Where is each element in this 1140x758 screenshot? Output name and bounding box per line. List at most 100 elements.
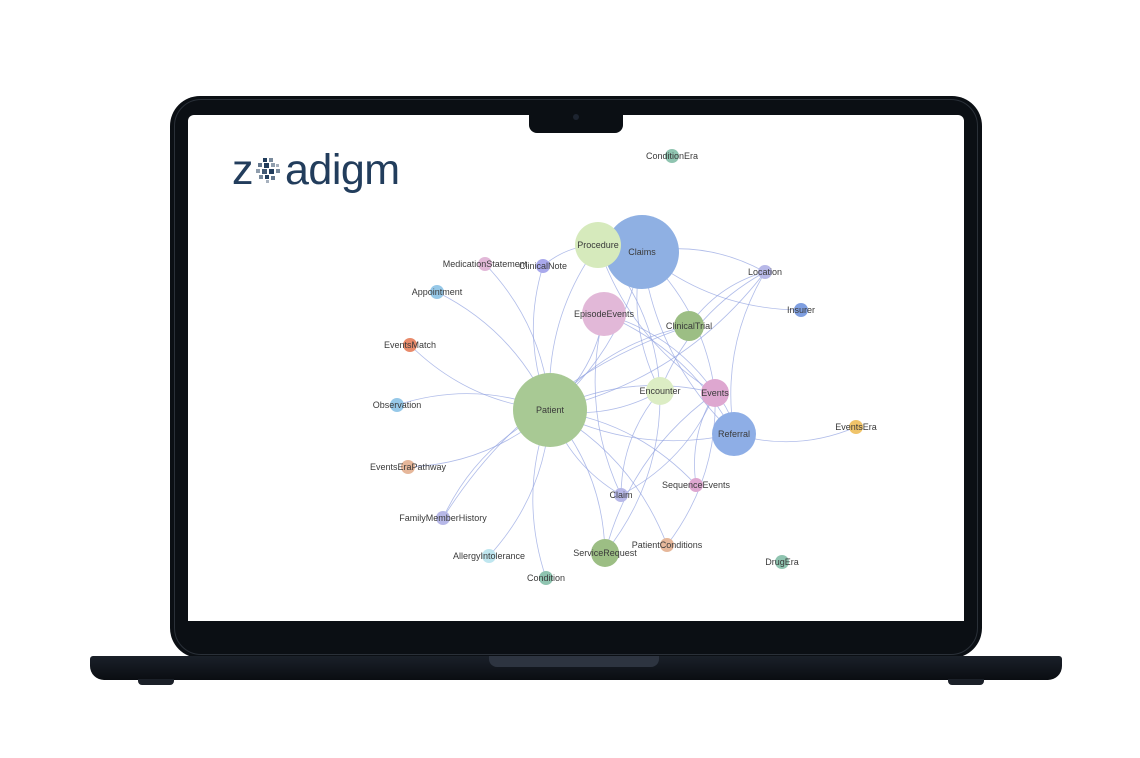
graph-nodes: PatientClaimsProcedureEpisodeEventsClini… (370, 149, 877, 585)
graph-node-circle[interactable] (482, 549, 496, 563)
graph-node-label: Claims (628, 247, 656, 257)
graph-node-insurer[interactable]: Insurer (787, 303, 815, 317)
graph-node-circle[interactable] (403, 338, 417, 352)
graph-node-episodeevents[interactable]: EpisodeEvents (574, 292, 635, 336)
graph-node-label: SequenceEvents (662, 480, 731, 490)
graph-node-condition[interactable]: Condition (527, 571, 565, 585)
graph-node-circle[interactable] (539, 571, 553, 585)
laptop-screen: z adigm (188, 115, 964, 621)
graph-node-circle[interactable] (536, 259, 550, 273)
graph-node-circle[interactable] (401, 460, 415, 474)
graph-node-observation[interactable]: Observation (373, 398, 422, 412)
graph-node-circle[interactable] (605, 215, 679, 289)
graph-node-circle[interactable] (758, 265, 772, 279)
graph-node-label: AllergyIntolerance (453, 551, 525, 561)
graph-node-servicerequest[interactable]: ServiceRequest (573, 539, 637, 567)
graph-edge (620, 392, 716, 496)
graph-node-allergyintolerance[interactable]: AllergyIntolerance (453, 549, 525, 563)
graph-node-circle[interactable] (660, 538, 674, 552)
graph-node-clinicalnote[interactable]: ClinicalNote (519, 259, 567, 273)
graph-edge (603, 313, 735, 435)
graph-node-label: Patient (536, 405, 565, 415)
graph-node-eventsmatch[interactable]: EventsMatch (384, 338, 436, 352)
graph-node-circle[interactable] (575, 222, 621, 268)
graph-node-claim[interactable]: Claim (609, 488, 633, 502)
camera-icon (573, 114, 579, 120)
graph-node-location[interactable]: Location (748, 265, 782, 279)
logo-mosaic-icon (256, 158, 280, 183)
graph-node-circle[interactable] (614, 488, 628, 502)
graph-node-circle[interactable] (430, 285, 444, 299)
graph-node-label: PatientConditions (632, 540, 703, 550)
graph-node-circle[interactable] (436, 511, 450, 525)
graph-edge (594, 313, 622, 496)
graph-node-label: Referral (718, 429, 750, 439)
graph-node-label: ClinicalTrial (666, 321, 712, 331)
logo-text-end: adigm (285, 146, 400, 194)
graph-node-circle[interactable] (646, 377, 674, 405)
graph-node-circle[interactable] (701, 379, 729, 407)
graph-node-circle[interactable] (775, 555, 789, 569)
graph-node-circle[interactable] (582, 292, 626, 336)
laptop-lid-edge (174, 99, 978, 655)
graph-node-circle[interactable] (513, 373, 587, 447)
graph-node-circle[interactable] (712, 412, 756, 456)
graph-node-label: Observation (373, 400, 422, 410)
graph-node-appointment[interactable]: Appointment (412, 285, 463, 299)
graph-edge (730, 271, 766, 435)
graph-node-label: ClinicalNote (519, 261, 567, 271)
graph-node-patient[interactable]: Patient (513, 373, 587, 447)
graph-node-sequenceevents[interactable]: SequenceEvents (662, 478, 731, 492)
graph-edge (666, 392, 716, 546)
graph-node-label: Events (701, 388, 729, 398)
graph-node-circle[interactable] (689, 478, 703, 492)
graph-node-conditionera[interactable]: ConditionEra (646, 149, 698, 163)
graph-node-medicationstatement[interactable]: MedicationStatement (443, 257, 528, 271)
graph-node-label: ServiceRequest (573, 548, 637, 558)
graph-node-label: FamilyMemberHistory (399, 513, 487, 523)
graph-node-eventserapathway[interactable]: EventsEraPathway (370, 460, 447, 474)
graph-edges (396, 244, 857, 579)
graph-node-events[interactable]: Events (701, 379, 729, 407)
laptop-foot-right (948, 679, 984, 685)
graph-node-label: Insurer (787, 305, 815, 315)
graph-node-procedure[interactable]: Procedure (575, 222, 621, 268)
graph-node-circle[interactable] (591, 539, 619, 567)
graph-node-patientconditions[interactable]: PatientConditions (632, 538, 703, 552)
graph-node-label: EventsMatch (384, 340, 436, 350)
graph-node-label: EventsEra (835, 422, 877, 432)
camera-notch (529, 113, 623, 133)
graph-node-drugera[interactable]: DrugEra (765, 555, 799, 569)
graph-node-label: Appointment (412, 287, 463, 297)
graph-node-claims[interactable]: Claims (605, 215, 679, 289)
graph-node-circle[interactable] (674, 311, 704, 341)
graph-node-circle[interactable] (390, 398, 404, 412)
graph-node-familymemberhistory[interactable]: FamilyMemberHistory (399, 511, 487, 525)
laptop-foot-left (138, 679, 174, 685)
laptop-open-notch (489, 656, 659, 667)
graph-node-label: Procedure (577, 240, 619, 250)
graph-node-label: EpisodeEvents (574, 309, 635, 319)
graph-node-label: Condition (527, 573, 565, 583)
logo-text-start: z (232, 146, 254, 194)
graph-node-clinicaltrial[interactable]: ClinicalTrial (666, 311, 712, 341)
graph-node-eventsera[interactable]: EventsEra (835, 420, 877, 434)
graph-node-label: DrugEra (765, 557, 799, 567)
graph-node-label: EventsEraPathway (370, 462, 447, 472)
graph-node-circle[interactable] (478, 257, 492, 271)
graph-node-circle[interactable] (849, 420, 863, 434)
graph-node-label: Location (748, 267, 782, 277)
graph-node-label: Encounter (639, 386, 680, 396)
graph-node-circle[interactable] (665, 149, 679, 163)
graph-edge (604, 390, 661, 554)
graph-node-referral[interactable]: Referral (712, 412, 756, 456)
brand-logo: z adigm (232, 145, 400, 195)
graph-node-encounter[interactable]: Encounter (639, 377, 681, 405)
graph-node-label: Claim (609, 490, 632, 500)
graph-edge (620, 390, 661, 496)
graph-node-label: MedicationStatement (443, 259, 528, 269)
graph-node-label: ConditionEra (646, 151, 698, 161)
graph-edge (604, 392, 716, 554)
graph-node-circle[interactable] (794, 303, 808, 317)
